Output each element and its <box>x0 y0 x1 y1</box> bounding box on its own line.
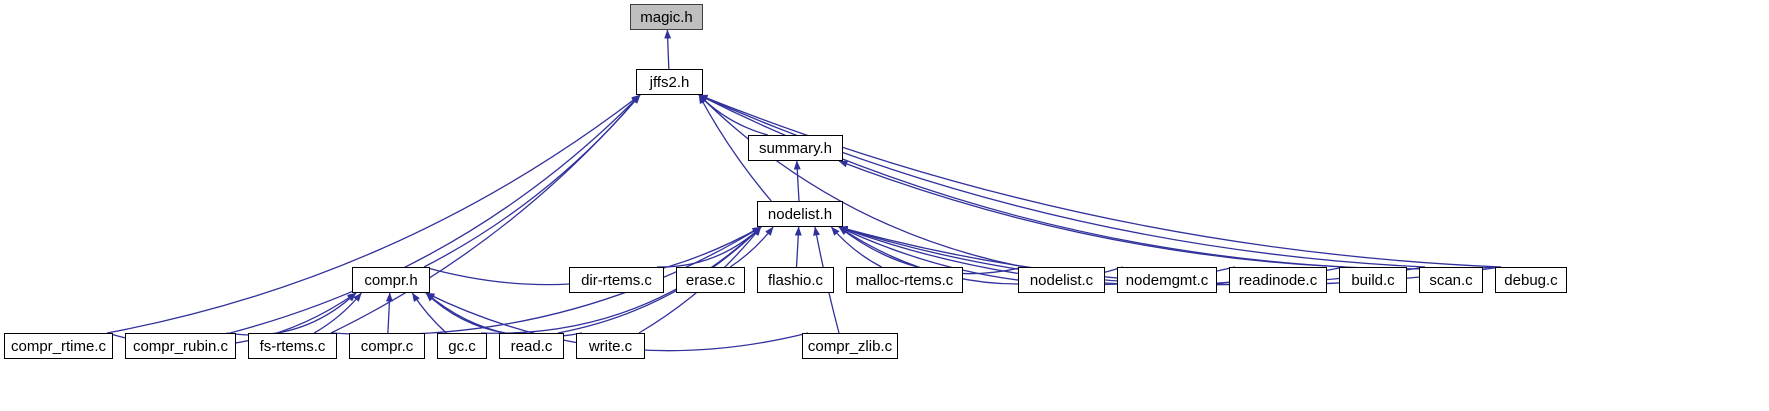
graph-edge-summary-to-jffs2 <box>698 94 768 136</box>
graph-edge-erase-to-nodelist <box>729 226 774 268</box>
graph-edge-nodelist-to-summary <box>793 160 801 202</box>
graph-node-debug[interactable]: debug.c <box>1495 267 1567 293</box>
graph-node-nodelist_c[interactable]: nodelist.c <box>1018 267 1105 293</box>
graph-node-label: fs-rtems.c <box>259 337 326 355</box>
graph-edge-compr_rubin-to-compr_h <box>226 292 357 336</box>
graph-node-label: compr.c <box>360 337 414 355</box>
graph-node-label: compr.h <box>364 271 418 289</box>
graph-node-magic[interactable]: magic.h <box>630 4 703 30</box>
graph-node-scan[interactable]: scan.c <box>1419 267 1483 293</box>
graph-node-label: scan.c <box>1429 271 1473 289</box>
graph-node-label: erase.c <box>685 271 736 289</box>
graph-edge-compr_rubin-to-jffs2 <box>229 94 641 334</box>
graph-edge-nodelist-to-jffs2 <box>698 94 772 202</box>
graph-node-compr_rubin[interactable]: compr_rubin.c <box>125 333 236 359</box>
graph-edge-fs_rtems-to-jffs2 <box>330 94 641 334</box>
graph-node-flashio[interactable]: flashio.c <box>757 267 834 293</box>
graph-node-label: magic.h <box>640 8 693 26</box>
graph-node-label: gc.c <box>448 337 476 355</box>
graph-node-readinode[interactable]: readinode.c <box>1229 267 1327 293</box>
graph-node-compr_zlib[interactable]: compr_zlib.c <box>802 333 898 359</box>
graph-edge-malloc_rtems-to-nodelist <box>830 226 882 268</box>
graph-node-malloc_rtems[interactable]: malloc-rtems.c <box>846 267 963 293</box>
graph-node-label: readinode.c <box>1238 271 1318 289</box>
graph-node-write[interactable]: write.c <box>576 333 645 359</box>
graph-edge-compr_c-to-compr_h <box>385 292 393 334</box>
graph-node-label: debug.c <box>1504 271 1558 289</box>
graph-edge-jffs2-to-magic <box>664 29 672 70</box>
graph-edge-read-to-nodelist <box>557 226 762 334</box>
graph-node-label: dir-rtems.c <box>581 271 652 289</box>
graph-edge-dir_rtems-to-nodelist <box>656 226 762 268</box>
graph-node-label: compr_zlib.c <box>807 337 893 355</box>
graph-node-fs_rtems[interactable]: fs-rtems.c <box>248 333 337 359</box>
graph-node-label: jffs2.h <box>649 73 690 91</box>
graph-edge-gc-to-compr_h <box>411 292 447 334</box>
graph-node-nodemgmt[interactable]: nodemgmt.c <box>1117 267 1217 293</box>
graph-node-label: nodelist.c <box>1029 271 1094 289</box>
graph-edge-scan-to-jffs2 <box>698 94 1426 268</box>
graph-node-jffs2[interactable]: jffs2.h <box>636 69 703 95</box>
graph-edge-build-to-jffs2 <box>698 94 1346 268</box>
graph-node-summary[interactable]: summary.h <box>748 135 843 161</box>
graph-node-compr_h[interactable]: compr.h <box>352 267 430 293</box>
graph-edge-write-to-compr_h <box>425 292 583 338</box>
graph-node-label: compr_rubin.c <box>132 337 229 355</box>
graph-node-label: malloc-rtems.c <box>855 271 954 289</box>
graph-edge-debug-to-jffs2 <box>698 94 1502 268</box>
graph-node-label: nodelist.h <box>767 205 833 223</box>
graph-node-compr_rtime[interactable]: compr_rtime.c <box>4 333 113 359</box>
graph-edge-fs_rtems-to-compr_h <box>313 292 362 334</box>
graph-node-dir_rtems[interactable]: dir-rtems.c <box>569 267 664 293</box>
graph-node-build[interactable]: build.c <box>1339 267 1407 293</box>
graph-node-label: write.c <box>588 337 633 355</box>
graph-edge-compr_h-to-jffs2 <box>423 94 641 268</box>
graph-node-read[interactable]: read.c <box>499 333 564 359</box>
graph-node-nodelist[interactable]: nodelist.h <box>757 201 843 227</box>
graph-edge-compr_rtime-to-jffs2 <box>106 94 641 334</box>
graph-node-compr_c[interactable]: compr.c <box>349 333 425 359</box>
graph-node-label: build.c <box>1351 271 1395 289</box>
graph-edge-nodelist_c-to-jffs2 <box>698 94 1025 268</box>
graph-node-gc[interactable]: gc.c <box>437 333 487 359</box>
graph-edge-flashio-to-nodelist <box>794 226 802 268</box>
graph-node-label: compr_rtime.c <box>10 337 107 355</box>
graph-node-label: nodemgmt.c <box>1125 271 1209 289</box>
graph-node-label: read.c <box>510 337 553 355</box>
graph-node-erase[interactable]: erase.c <box>676 267 745 293</box>
graph-node-label: flashio.c <box>767 271 824 289</box>
graph-node-label: summary.h <box>758 139 833 157</box>
graph-edge-gc-to-nodelist <box>480 226 762 334</box>
